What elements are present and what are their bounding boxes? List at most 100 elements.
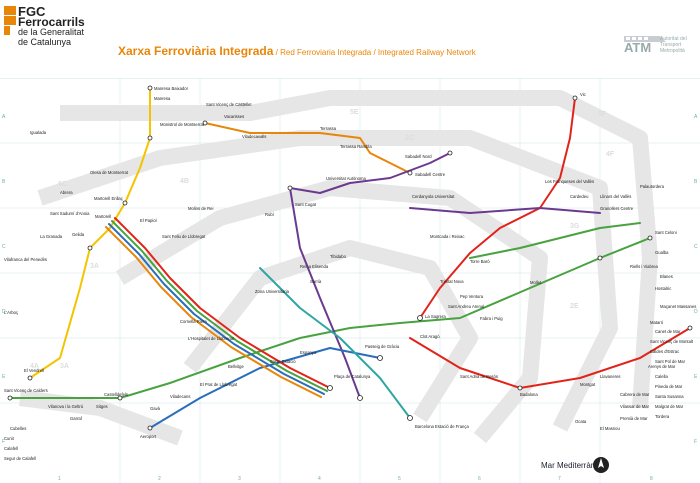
station-label: Monistrol de Montserrat: [160, 122, 205, 127]
svg-text:5E: 5E: [350, 109, 359, 116]
grid-row-label: C: [694, 244, 698, 250]
station-label: La Granada: [40, 234, 63, 239]
grid-col-label: 8: [650, 476, 653, 482]
station-label: Granollers Centre: [600, 206, 634, 211]
station-marker: [687, 325, 693, 331]
brand-line3: de Catalunya: [18, 37, 72, 47]
fgc-brand: FGC Ferrocarrils de la Generalitat de Ca…: [18, 4, 85, 47]
grid-col-label: 6: [478, 476, 481, 482]
grid-labels: A B C D E F A B C D E F 1 2 3 4 5 6 7 8: [2, 114, 698, 482]
svg-text:5D: 5D: [238, 103, 247, 110]
station-label: Cabrera de Mar: [620, 392, 650, 397]
station-label: Abrera: [60, 190, 73, 195]
station-label: Gualba: [655, 250, 669, 255]
station-marker: [117, 395, 123, 401]
station-label: Igualada: [30, 130, 47, 135]
station-label: Viladecans: [170, 394, 190, 399]
fgc-logo-icon: [4, 6, 16, 35]
line-maresme-green: [469, 222, 641, 259]
station-label: Montcada i Reixac: [430, 234, 464, 239]
grid-col-label: 4: [318, 476, 321, 482]
network-map: 6C 5D 5E 5F 4F 2C 3A 3A 4A 4B 3G 2E: [0, 78, 700, 483]
station-label: Cerdanyola Universitat: [412, 194, 455, 199]
station-label: Sabadell Centre: [415, 172, 446, 177]
station-marker: [327, 385, 333, 391]
station-label: Torre Baró: [470, 259, 490, 264]
station-label: Mollet: [530, 280, 542, 285]
station-label: Calafell: [4, 446, 18, 451]
grid-row-label: E: [2, 374, 6, 380]
station-label: Les Franqueses del Vallès: [545, 179, 594, 184]
station-label: Malgrat de Mar: [655, 404, 684, 409]
station-label: Blanes: [660, 274, 673, 279]
zone-labels: 6C 5D 5E 5F 4F 2C 3A 3A 4A 4B 3G 2E: [30, 103, 615, 370]
station-label: Premià de Mar: [620, 416, 648, 421]
sea-label: Mar Mediterrània: [541, 461, 602, 470]
station-label: Hostalric: [655, 286, 671, 291]
station-label: El Prat de Llobregat: [200, 382, 238, 387]
header: FGC Ferrocarrils de la Generalitat de Ca…: [0, 0, 700, 62]
line-purple-trunk: [289, 187, 361, 399]
station-label: Cunit: [4, 436, 15, 441]
svg-text:4A: 4A: [30, 363, 39, 370]
station-label: Vic: [580, 92, 586, 97]
station-label: Badalona: [520, 392, 538, 397]
line-cerdanyola: [409, 207, 601, 214]
station-label: Manresa Baixador: [154, 86, 189, 91]
compass-icon: [593, 457, 609, 473]
station-marker: [647, 235, 653, 241]
station-label: Bellvitge: [228, 364, 244, 369]
station-label: Sant Vicenç de Castellet: [206, 102, 252, 107]
station-marker: [377, 355, 383, 361]
station-marker: [147, 85, 153, 91]
line-r4: [29, 87, 151, 379]
station-label: Sant Vicenç de Montalt: [650, 339, 694, 344]
line-llobregat-4: [105, 226, 322, 398]
grid-row-label: D: [694, 309, 698, 315]
line-s2-purple: [289, 152, 451, 194]
station-marker: [407, 170, 413, 176]
station-label: El Masnou: [600, 426, 620, 431]
title-sub: / Red Ferroviaria Integrada / Integrated…: [273, 48, 476, 57]
station-marker: [517, 385, 523, 391]
station-label: L'Hospitalet de Llobregat: [188, 336, 235, 341]
station-label: Caldes d'Estrac: [650, 349, 679, 354]
station-label: Sabadell Nord: [405, 154, 432, 159]
station-label: Sarrià: [310, 279, 322, 284]
grid-row-label: F: [694, 439, 697, 445]
station-marker: [87, 245, 93, 251]
station-label: Terrassa Rambla: [340, 144, 372, 149]
grid-row-label: C: [2, 244, 6, 250]
station-label: Olesa de Montserrat: [90, 170, 129, 175]
svg-text:6C: 6C: [58, 181, 67, 188]
station-label: La Sagrera: [425, 314, 446, 319]
grid-col-label: 2: [158, 476, 161, 482]
station-label: Sant Celoni: [655, 230, 677, 235]
brand-line2: de la Generalitat: [18, 27, 85, 37]
station-label: Sant Cugat: [295, 202, 317, 207]
station-label: Sant Adrià de Besòs: [460, 374, 498, 379]
station-label: Clot Aragó: [420, 334, 440, 339]
station-label: L'Arboç: [4, 310, 18, 315]
svg-text:5F: 5F: [598, 111, 607, 118]
station-label: Sant Pol de Mar: [655, 359, 686, 364]
station-label: Viladecavalls: [242, 134, 266, 139]
atm-logo: ATM: [624, 40, 652, 55]
station-label: Llavaneres: [600, 374, 621, 379]
station-label: Passeig de Gràcia: [365, 344, 400, 349]
station-label: El Vendrell: [24, 368, 44, 373]
station-marker: [27, 375, 33, 381]
station-label: Maçanet Massanes: [660, 304, 696, 309]
station-label: Santa Susanna: [655, 394, 684, 399]
station-label: Mataró: [650, 320, 664, 325]
station-marker: [407, 415, 413, 421]
line-llobregat-2: [111, 220, 328, 392]
line-r1-red: [409, 327, 691, 389]
station-label: El Papiol: [140, 218, 157, 223]
station-label: Montgat: [580, 382, 596, 387]
station-label: Cardedeu: [570, 194, 589, 199]
brand-short: FGC: [18, 4, 46, 19]
station-label: Gelida: [72, 232, 85, 237]
fare-zones: [19, 90, 658, 446]
station-label: Tordera: [655, 414, 670, 419]
